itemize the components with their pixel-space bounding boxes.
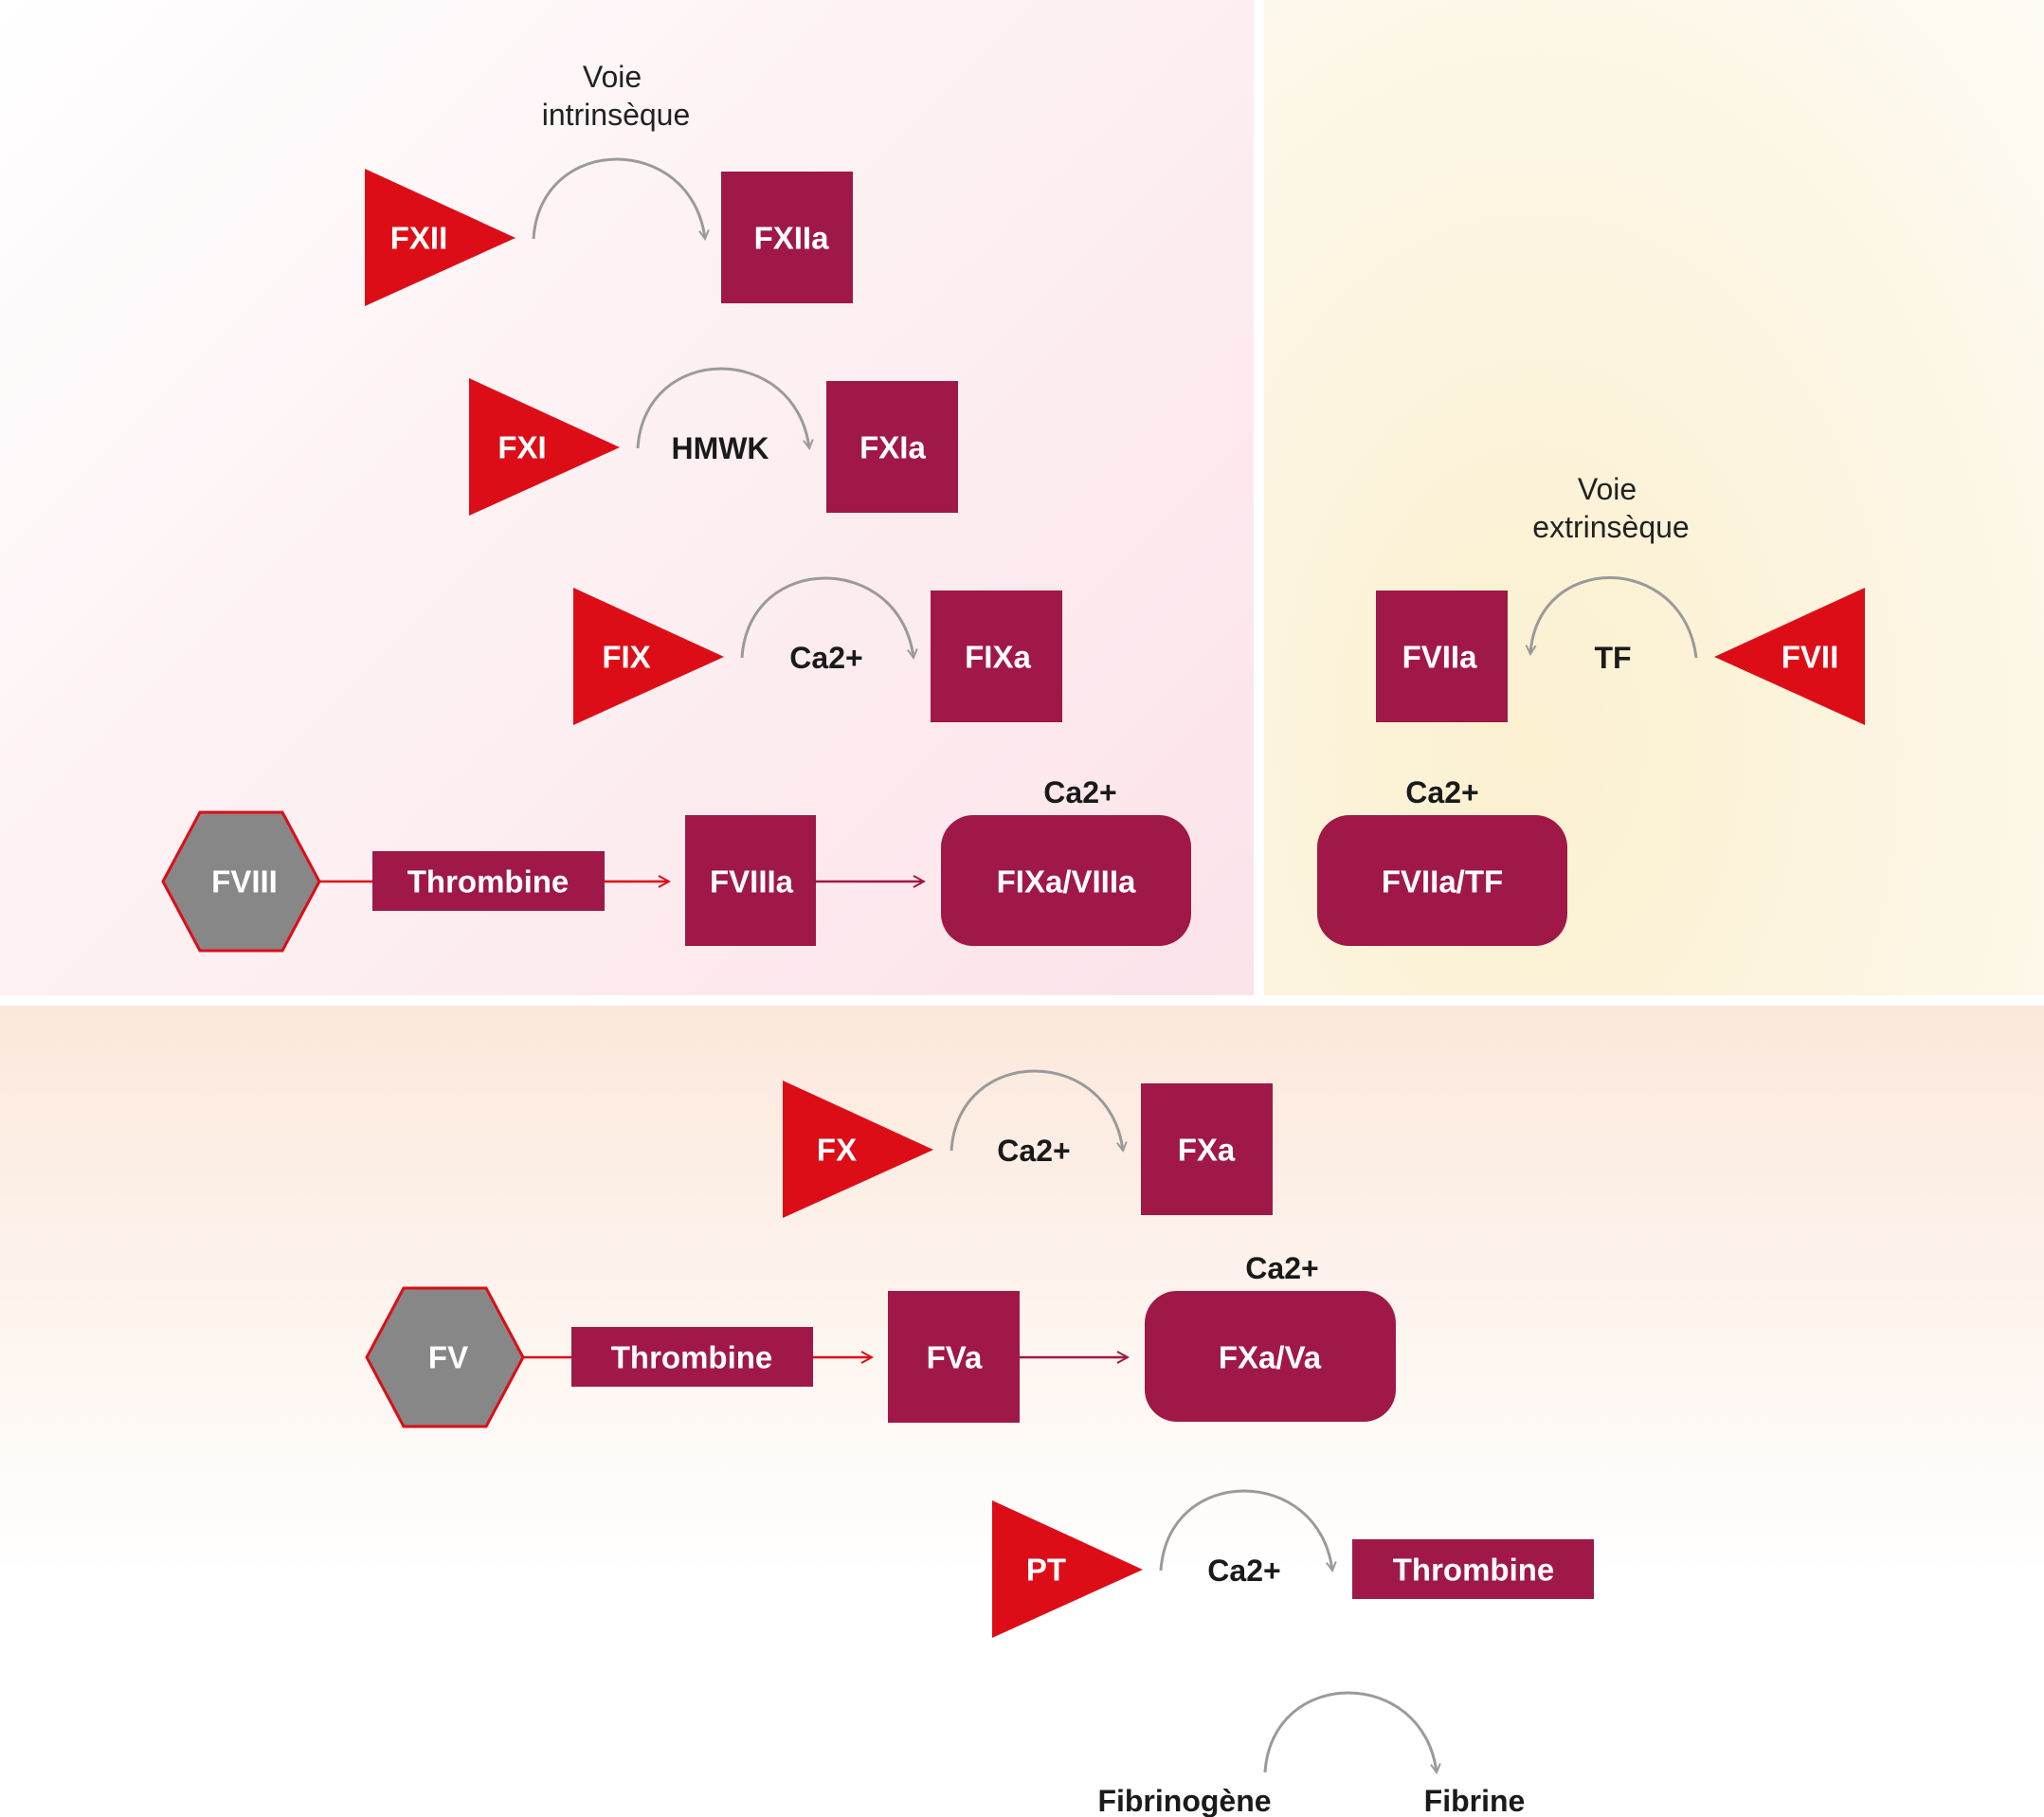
fxia-node: FXIa bbox=[826, 381, 958, 513]
fviii-node: FVIII bbox=[161, 810, 321, 953]
fxia-label: FXIa bbox=[859, 430, 926, 465]
fxiia-node: FXIIa bbox=[721, 172, 853, 303]
fvii-node: FVII bbox=[1714, 588, 1865, 725]
fxii-node: FXII bbox=[365, 169, 516, 306]
tf-label: TF bbox=[1594, 641, 1631, 675]
fxi-node: FXI bbox=[469, 378, 620, 516]
fxii-label: FXII bbox=[390, 221, 448, 256]
ca-fixa-viiia-label: Ca2+ bbox=[1043, 775, 1116, 809]
fviia-node: FVIIa bbox=[1376, 591, 1508, 722]
extrinsic-title-line2: extrinsèque bbox=[1532, 510, 1689, 544]
activation-arrow-fibrinogen bbox=[1263, 1691, 1437, 1772]
fixa-viiia-label: FIXa/VIIIa bbox=[997, 864, 1136, 899]
fx-label: FX bbox=[817, 1133, 857, 1168]
activation-arrow-fx bbox=[950, 1069, 1123, 1151]
fviia-label: FVIIa bbox=[1402, 640, 1478, 675]
activation-arrow-fxii bbox=[532, 157, 705, 239]
fviia-tf-label: FVIIa/TF bbox=[1382, 864, 1503, 899]
intrinsic-title-line1: Voie bbox=[583, 60, 642, 94]
ca-fx-label: Ca2+ bbox=[997, 1134, 1070, 1168]
fxa-va-label: FXa/Va bbox=[1219, 1340, 1322, 1375]
activation-arrow-fxi bbox=[636, 367, 809, 448]
ca-fxa-va-label: Ca2+ bbox=[1245, 1251, 1318, 1285]
thrombine-node: Thrombine bbox=[1352, 1539, 1594, 1599]
fixa-node: FIXa bbox=[931, 591, 1062, 722]
ca-pt-label: Ca2+ bbox=[1207, 1554, 1280, 1588]
fxa-node: FXa bbox=[1141, 1083, 1273, 1215]
ca-fviia-tf-label: Ca2+ bbox=[1405, 775, 1478, 809]
fxiia-label: FXIIa bbox=[754, 221, 830, 256]
thrombine-fv-node: Thrombine bbox=[571, 1327, 813, 1387]
fix-label: FIX bbox=[602, 640, 650, 675]
fx-node: FX bbox=[783, 1081, 933, 1218]
common-pathway-panel bbox=[0, 1006, 2044, 1817]
fviiia-label: FVIIIa bbox=[710, 864, 794, 899]
activation-arrow-pt bbox=[1159, 1489, 1332, 1571]
ca-fix-label: Ca2+ bbox=[789, 641, 862, 675]
fxa-va-complex: FXa/Va bbox=[1145, 1291, 1396, 1422]
fviii-label: FVIII bbox=[211, 864, 278, 899]
fviiia-node: FVIIIa bbox=[685, 815, 816, 946]
thrombine-fv-label: Thrombine bbox=[611, 1340, 773, 1375]
fva-label: FVa bbox=[927, 1340, 983, 1375]
fxa-label: FXa bbox=[1178, 1133, 1236, 1168]
intrinsic-title-line2: intrinsèque bbox=[542, 98, 691, 132]
activation-arrow-fix bbox=[740, 576, 913, 658]
pt-node: PT bbox=[992, 1500, 1143, 1638]
fviia-tf-complex: FVIIa/TF bbox=[1317, 815, 1567, 946]
fv-label: FV bbox=[428, 1340, 468, 1375]
thrombine-fviii-label: Thrombine bbox=[407, 864, 570, 899]
extrinsic-title-line1: Voie bbox=[1578, 472, 1637, 506]
pt-label: PT bbox=[1026, 1553, 1066, 1588]
fibrine-label: Fibrine bbox=[1424, 1784, 1526, 1817]
fva-node: FVa bbox=[888, 1291, 1020, 1423]
fixa-viiia-complex: FIXa/VIIIa bbox=[941, 815, 1191, 946]
fv-node: FV bbox=[365, 1286, 525, 1428]
fvii-label: FVII bbox=[1782, 640, 1839, 675]
hmwk-label: HMWK bbox=[671, 431, 769, 465]
fxi-label: FXI bbox=[497, 430, 546, 465]
activation-arrow-fvii bbox=[1530, 576, 1698, 659]
fixa-label: FIXa bbox=[965, 640, 1031, 675]
thrombine-label: Thrombine bbox=[1393, 1553, 1555, 1588]
fibrinogene-label: Fibrinogène bbox=[1097, 1784, 1271, 1817]
fix-node: FIX bbox=[573, 588, 724, 725]
thrombine-fviii-node: Thrombine bbox=[372, 851, 605, 911]
